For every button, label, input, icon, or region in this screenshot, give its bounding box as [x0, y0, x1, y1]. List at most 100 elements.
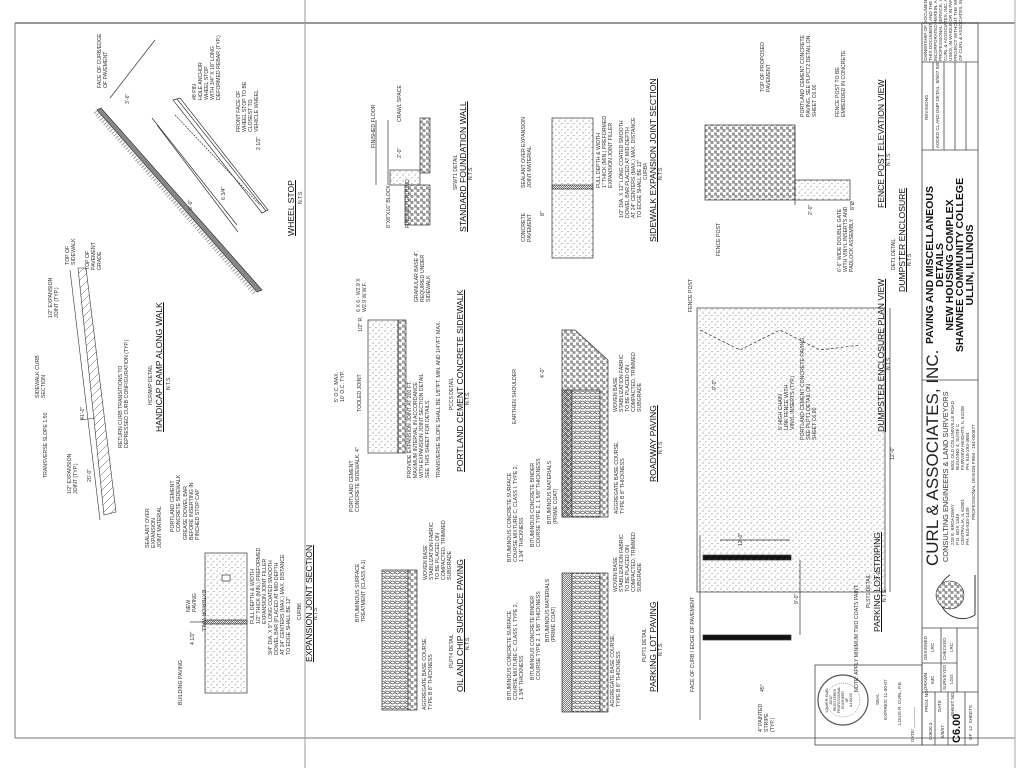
- drawing-title-line-5: ULLIN, ILLINOIS: [964, 224, 976, 306]
- note: 8"X8"X16" BLOCK: [386, 184, 392, 228]
- note: FENCE POST TO BE EMBEDDED IN CONCRETE: [835, 50, 847, 117]
- dimension: 4 1/2": [190, 631, 196, 645]
- note: AGGREGATE BASE COURSE, TYPE B 8" THICKNE…: [614, 441, 626, 514]
- pcc-sidewalk-drawing: [367, 319, 407, 454]
- note: PORTLAND CEMENT CONCRETE SIDEWALK, 4": [349, 447, 361, 512]
- oil-chip-title: OIL AND CHIP SURFACE PAVING: [455, 559, 465, 692]
- wheel-stop-scale: N.T.S.: [298, 190, 304, 204]
- note: FULL DEPTH & WIDTH 1" THICK (MIN.) PREFO…: [596, 115, 614, 188]
- note: TOP OF PROPOSED PAVEMENT: [760, 42, 772, 92]
- sheet-no-label: SHEET NO.: [950, 691, 955, 716]
- wheel-stop-drawing: [93, 39, 269, 296]
- note: TRANSVERSE SLOPE 1:50: [43, 412, 49, 478]
- note: 4" PAINTED STRIPE (TYP.): [758, 703, 776, 732]
- note: SEALANT OVER EXPANSION JOINT MATERIAL: [145, 506, 163, 548]
- dumpster-plan-scale: N.T.S.: [886, 356, 892, 370]
- note: BITUMINOUS CONCRETE BINDER COURSE TYPE 2…: [530, 458, 542, 547]
- dimension: 2'-0": [397, 147, 403, 158]
- note: PROVIDE EXPANSION JOINT AT 200 FT. MAXIM…: [407, 373, 431, 478]
- handicap-ramp-title: HANDICAP RAMP ALONG WALK: [154, 302, 164, 432]
- note: FENCE POST: [716, 222, 722, 256]
- seal-text: LOUIS R. CURL 38067 REGISTERED PROFESSIO…: [825, 686, 853, 714]
- dimension: 5' O.C. MAX. 10' O.C. TYP.: [334, 370, 346, 402]
- note: BITUMINOUS SURFACE TREATMENT (CLASS A-1): [355, 559, 367, 622]
- note: BITUMINOUS CONCRETE SURFACE COURSE MIXTU…: [507, 464, 525, 562]
- drawn-value: IMC: [930, 675, 935, 684]
- dimension: 12'-0": [890, 446, 896, 460]
- checked-label: CHECKED: [942, 637, 947, 660]
- note: FINISHED GROUND: [405, 179, 411, 228]
- dumpster-title: DUMPSTER ENCLOSURE: [897, 187, 907, 292]
- design-firm-number: PROFESSIONAL DESIGN FIRM - 184-000877: [971, 424, 976, 520]
- company-name: CURL & ASSOCIATES, INC.: [923, 349, 942, 566]
- note: FINISHED FLOOR: [371, 104, 377, 148]
- note: BITUMINOUS MATERIALS (PRIME COAT): [547, 460, 559, 524]
- note: SIDEWALK CURB SECTION: [35, 355, 47, 398]
- note: WOVEN BASE STABILIZATION FABRIC TO BE PL…: [423, 520, 453, 580]
- note: SEALANT OVER EXPANSION JOINT MATERIAL: [521, 116, 533, 188]
- dimension: 8": [540, 211, 546, 216]
- roadway-title: ROADWAY PAVING: [648, 405, 658, 482]
- dimension: 9'-0": [712, 379, 718, 390]
- pcc-sidewalk-title: PORTLAND CEMENT CONCRETE SIDEWALK: [455, 289, 465, 472]
- note: #8 PIN HOLE ANCHOR WHEEL STOP WITH 3/4" …: [192, 35, 222, 100]
- note: AGGREGATE BASE COURSE, TYPE B 8" THICKNE…: [422, 637, 434, 710]
- address-left: 228 E. BROADWAY P.O. BOX 1349 CENTRALIA,…: [950, 498, 970, 545]
- note: BITUMINOUS MATERIALS (PRIME COAT): [545, 578, 557, 642]
- dimension: 8"Ø: [850, 201, 856, 210]
- dimension: 4'-0": [540, 367, 546, 378]
- note: EARTHEN SHOULDER: [512, 369, 518, 424]
- dimension: 20'-0": [87, 468, 93, 482]
- fence-post-drawing: [704, 124, 851, 205]
- note: 45°: [760, 684, 766, 692]
- dimension: 6 3/4": [221, 186, 227, 200]
- oil-chip-scale: N.T.S.: [465, 636, 471, 650]
- designed-label: DESIGNED: [923, 636, 928, 660]
- note: 6 X 6 - W2.9 X W2.9 W.W.F.: [356, 278, 368, 312]
- note: BUILDING PAVING: [178, 660, 184, 705]
- dumpster-plan-drawing: [696, 307, 891, 593]
- note: PORTLAND CEMENT CONCRETE PAVING, SEE PLP…: [800, 336, 818, 440]
- sheet-border: [14, 0, 1016, 768]
- dimension: 3'-6": [125, 93, 131, 104]
- title-block-frame: [814, 22, 979, 746]
- note: GRANULAR BASE 4", REQUIRED UNDER SIDEWAL…: [414, 250, 432, 302]
- note: CRAWL SPACE: [397, 85, 403, 122]
- note: WOVEN BASE STABILIZATION FABRIC TO BE PL…: [613, 532, 643, 592]
- note: 1/2" EXPANSION JOINT (TYP.): [48, 277, 60, 318]
- note: EXTERIOR WALL: [200, 590, 206, 632]
- roadway-scale: N.T.S.: [658, 440, 664, 454]
- fence-post-scale: N.T.S.: [886, 152, 892, 166]
- expansion-joint-scale: N.T.S.: [313, 606, 319, 620]
- handicap-ramp-scale: N.T.S.: [166, 376, 172, 390]
- note: NOTE: APPLY MINIMUM TWO COATS PAINT.: [854, 584, 860, 692]
- note: 6'-6" WIDE DOUBLE GATE WITH VINYL INSERT…: [837, 206, 855, 272]
- note: FULL DEPTH & WIDTH 1/2" THICK (MIN.) PRE…: [250, 547, 268, 624]
- date-value: 6/8/07: [940, 725, 945, 738]
- note: TOP OF SIDEWALK: [65, 238, 77, 265]
- expansion-joint-code: CURB6: [297, 603, 303, 620]
- dimension: 41'-0": [80, 406, 86, 420]
- note: PORTLAND CEMENT CONCRETE SIDEWALK: [170, 474, 182, 532]
- seal-label: SEAL: [875, 693, 880, 705]
- oil-chip-drawing: [381, 569, 418, 711]
- note: TRANSVERSE SLOPE SHALL BE 1/8"/FT. MIN. …: [436, 321, 442, 478]
- note: CONCRETE PAVEMENT: [521, 212, 533, 242]
- dimension: 6'-0": [188, 199, 194, 210]
- note: NEW PAVING: [186, 593, 198, 612]
- note: FACE OF CURB / EDGE OF PAVEMENT: [690, 596, 696, 692]
- note: 1/2" R.: [358, 316, 364, 332]
- note: TOOLED JOINT: [357, 374, 363, 412]
- dumpster-plan-title: DUMPSTER ENCLOSURE PLAN VIEW: [876, 278, 886, 432]
- parking-lot-scale: N.T.S.: [658, 642, 664, 656]
- sidewalk-joint-title: SIDEWALK EXPANSION JOINT SECTION: [648, 78, 658, 242]
- handicap-ramp-drawing: [69, 267, 117, 521]
- wheel-stop-title: WHEEL STOP: [286, 180, 296, 236]
- copyright-notice: OWNERSHIP OF DOCUMENTS THIS DOCUMENT, AN…: [923, 0, 963, 61]
- note: TOP OF PAVEMENT GRADE: [85, 242, 103, 270]
- seal-expires: EXPIRES: 11-30-07: [883, 679, 888, 720]
- checked-value: LRC: [949, 642, 954, 652]
- surveyed-label: SURVEYED: [942, 664, 947, 690]
